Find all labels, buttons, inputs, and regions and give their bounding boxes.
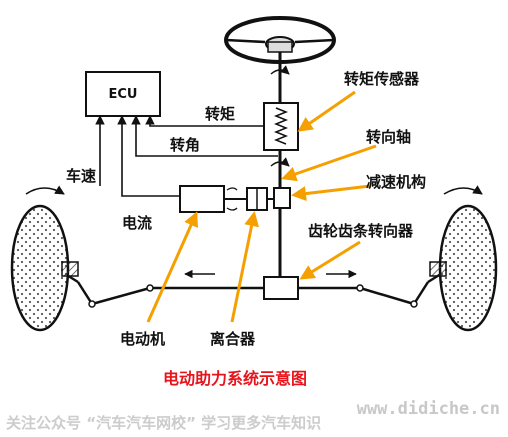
- torque-label: 转矩: [205, 105, 235, 123]
- watermark-right: www.didiche.cn: [357, 399, 500, 419]
- ecu-label: ECU: [109, 87, 138, 102]
- ecu-box: [85, 71, 161, 117]
- rack-pinion-label: 齿轮齿条转向器: [308, 222, 414, 240]
- electric-motor: [179, 185, 240, 213]
- reduction-mechanism: [273, 187, 291, 209]
- motor-label: 电动机: [120, 330, 165, 348]
- vehicle-speed-label: 车速: [66, 167, 96, 185]
- steering-column: [270, 52, 290, 280]
- current-label: 电流: [122, 214, 152, 232]
- diagram-caption: 电动助力系统示意图: [163, 369, 307, 388]
- clutch-label: 离合器: [210, 330, 256, 348]
- right-wheel: [429, 185, 498, 332]
- reduction-mechanism-label: 减速机构: [366, 173, 426, 191]
- rack-and-linkage: [61, 269, 445, 308]
- left-wheel: [10, 185, 79, 332]
- torque-sensor: [263, 102, 299, 151]
- steering-angle-label: 转角: [170, 136, 200, 154]
- torque-sensor-label: 转矩传感器: [344, 70, 420, 88]
- watermark-left: 关注公众号 “汽车汽车网校” 学习更多汽车知识: [6, 414, 321, 432]
- rack-pinion-gear-box: [263, 276, 299, 300]
- signal-wires: [95, 115, 278, 197]
- steering-shaft-label: 转向轴: [366, 128, 411, 146]
- clutch: [240, 187, 274, 211]
- leader-arrows: [146, 90, 377, 323]
